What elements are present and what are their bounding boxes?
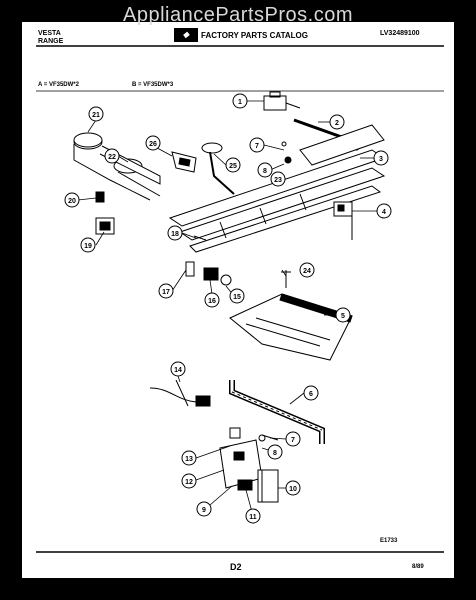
callout-9: 9 [196,501,212,517]
callout-11: 11 [245,508,261,524]
callout-2: 2 [329,114,345,130]
svg-text:1: 1 [238,99,242,106]
svg-text:8: 8 [273,450,277,457]
callout-21: 21 [88,106,104,122]
callout-19: 19 [80,237,96,253]
callout-1: 1 [232,93,248,109]
part-valve-fittings [185,235,232,286]
product-type: RANGE [38,38,64,45]
callout-25: 25 [225,157,241,173]
callout-18: 18 [167,225,183,241]
callout-16: 16 [204,292,220,308]
svg-text:17: 17 [162,289,170,296]
svg-text:6: 6 [309,391,313,398]
catalog-title: FACTORY PARTS CATALOG [201,30,308,40]
svg-text:3: 3 [379,156,383,163]
part-spark-switch [95,191,115,235]
svg-text:14: 14 [174,367,182,374]
svg-text:22: 22 [108,154,116,161]
part-shield-panel [229,293,353,361]
svg-text:5: 5 [341,313,345,320]
callout-20: 20 [64,192,80,208]
brand-name: VESTA [38,30,61,37]
brand-block: VESTA RANGE [38,30,63,46]
part-thermostat-assembly [219,427,279,503]
svg-text:25: 25 [229,163,237,170]
model-code: LV32489100 [380,30,420,37]
callout-6: 6 [303,385,319,401]
callout-17: 17 [158,283,174,299]
callout-26: 26 [145,135,161,151]
part-wire-harness [149,379,211,407]
callout-3: 3 [373,150,389,166]
part-mounting-bracket [171,151,197,173]
svg-text:7: 7 [255,143,259,150]
callout-8a: 8 [257,162,273,178]
svg-text:7: 7 [291,437,295,444]
callout-8b: 8 [267,444,283,460]
callout-7b: 7 [285,431,301,447]
svg-text:23: 23 [274,177,282,184]
svg-text:4: 4 [382,209,386,216]
diagram-code: E1733 [380,538,398,544]
callout-23: 23 [270,171,286,187]
callout-4: 4 [376,203,392,219]
svg-text:11: 11 [249,514,257,521]
part-screw [281,270,291,288]
svg-text:15: 15 [233,294,241,301]
svg-text:18: 18 [171,231,179,238]
svg-text:9: 9 [202,507,206,514]
part-regulator [263,91,301,111]
callout-labels: 1 2 3 4 5 6 7 7 8 8 9 10 11 12 13 14 15 … [64,93,392,524]
svg-text:2: 2 [335,120,339,127]
leader-lines [77,100,377,513]
callout-7a: 7 [249,137,265,153]
part-oven-burner-tube [229,380,325,444]
revision-date: 8/89 [412,564,424,570]
brand-logo: ◆ [174,28,198,42]
variant-b-label: B = VF35DW*3 [132,82,174,88]
part-bracket [333,201,353,240]
svg-text:13: 13 [185,456,193,463]
callout-15: 15 [229,288,245,304]
svg-text:12: 12 [185,479,193,486]
svg-text:21: 21 [92,112,100,119]
part-oven-valve-screws [258,141,292,442]
callout-24: 24 [299,262,315,278]
svg-text:24: 24 [303,268,311,275]
svg-text:8: 8 [263,168,267,175]
svg-text:26: 26 [149,141,157,148]
part-burner-head [201,142,235,195]
svg-text:20: 20 [68,198,76,205]
callout-13: 13 [181,450,197,466]
svg-text:10: 10 [289,486,297,493]
page-label: D2 [230,562,242,572]
callout-10: 10 [285,480,301,496]
catalog-header: ◆ FACTORY PARTS CATALOG [174,28,308,42]
svg-text:16: 16 [208,298,216,305]
callout-22: 22 [104,148,120,164]
callout-5: 5 [335,307,351,323]
callout-14: 14 [170,361,186,377]
watermark-text: AppliancePartsPros.com [123,4,353,26]
callout-12: 12 [181,473,197,489]
variant-a-label: A = VF35DW*2 [38,82,79,88]
svg-text:19: 19 [84,243,92,250]
